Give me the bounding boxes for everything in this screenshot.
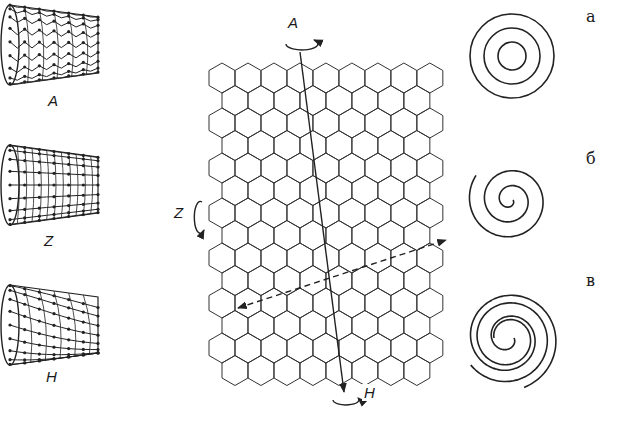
h-axis (300, 52, 344, 392)
nanotube (1, 284, 100, 366)
nanotube-figures (1, 4, 100, 366)
figure-letter: а (584, 8, 598, 26)
rotation-axes (194, 40, 446, 405)
cross-section-spirals (469, 14, 555, 387)
rotation-arrow (194, 201, 204, 233)
rotation-arrow (333, 398, 359, 405)
rotation-arrow (286, 40, 318, 50)
tube-label: Z (42, 232, 55, 249)
axis-label: A (286, 14, 300, 31)
z-axis (238, 240, 446, 308)
nanotube (1, 4, 100, 86)
axis-label: Z (172, 204, 185, 221)
nanotube (1, 144, 100, 226)
figure-letter: б (584, 150, 598, 168)
graphene-sheet (209, 63, 443, 386)
figure-letter: в (584, 272, 597, 290)
tube-label: H (44, 368, 59, 385)
tube-label: A (46, 92, 60, 109)
axis-label: H (362, 384, 377, 401)
